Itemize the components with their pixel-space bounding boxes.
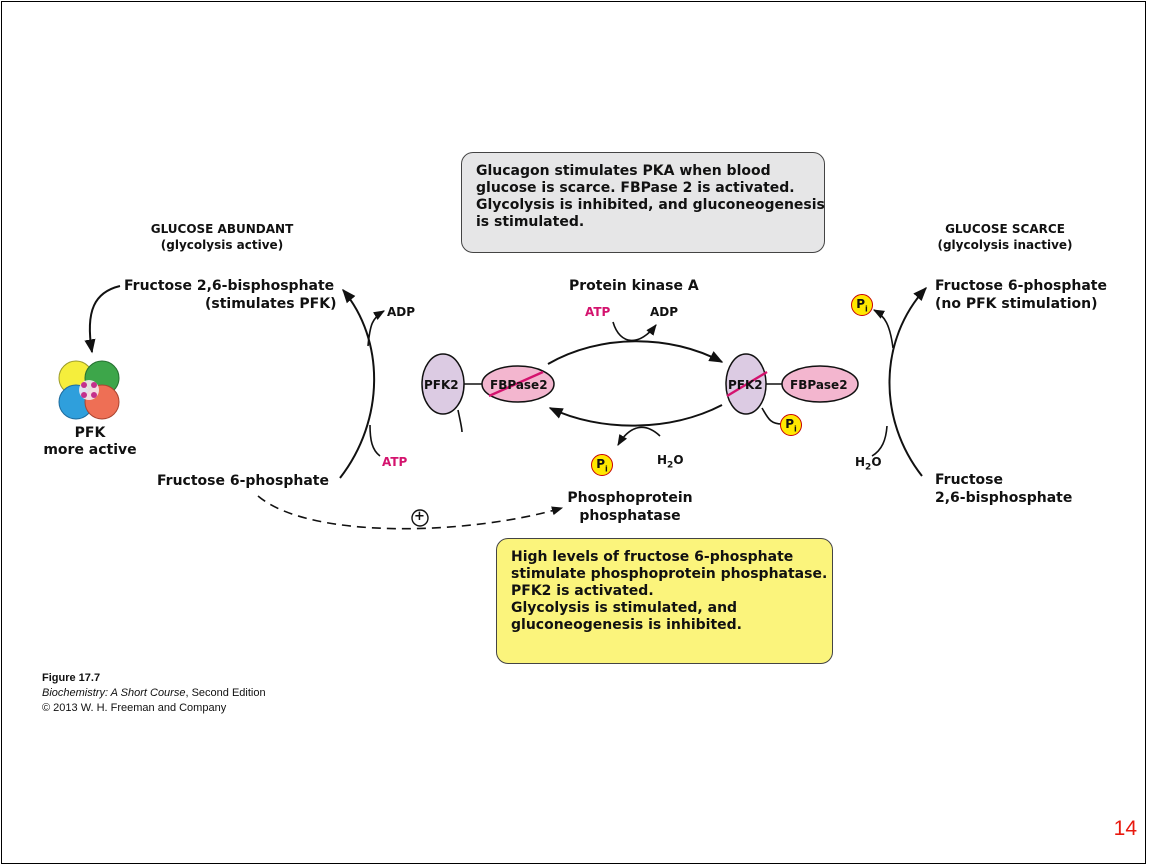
plus-sign: + (414, 509, 425, 524)
water-text: H2O (855, 455, 882, 473)
f6p-info-line: gluconeogenesis is inhibited. (511, 617, 742, 633)
pi-text: P (785, 417, 795, 431)
kinase-atp-adp-branch (612, 321, 657, 342)
right-product-line1: Fructose 6-phosphate (935, 278, 1107, 294)
kinase-atp-label: ATP (585, 305, 611, 319)
book-edition: , Second Edition (185, 687, 266, 699)
phosphatase-label-line1: Phosphoprotein (567, 490, 693, 506)
left-atp-label: ATP (382, 455, 408, 469)
right-subheading: (glycolysis inactive) (937, 238, 1073, 252)
glucagon-info-line: glucose is scarce. FBPase 2 is activated… (476, 180, 795, 196)
f6p-info-line: High levels of fructose 6-phosphate (511, 549, 794, 565)
kinase-arrow (547, 340, 724, 365)
right-substrate-line2: 2,6-bisphosphate (935, 490, 1073, 506)
pi-text: P (596, 457, 606, 471)
plus-circle-icon (411, 509, 429, 527)
kinase-adp-label: ADP (650, 305, 679, 319)
left-atp-branch (369, 424, 381, 457)
phosphatase-water-label: H2O (657, 451, 684, 474)
pfk-label: PFK (74, 425, 106, 441)
stimulation-dashed-arrow (257, 495, 564, 530)
f6p-info-line: PFK2 is activated. (511, 583, 654, 599)
right-substrate-line1: Fructose (935, 472, 1003, 488)
f26bp-to-pfk-arrow (84, 285, 121, 354)
right-product-line2: (no PFK stimulation) (935, 296, 1098, 312)
right-heading: GLUCOSE SCARCE (945, 222, 1065, 236)
fbpase2-active-label: FBPase2 (790, 378, 848, 392)
right-water-label: H2O (855, 453, 882, 476)
glucagon-info-line: Glucagon stimulates PKA when blood (476, 163, 771, 179)
copyright: © 2013 W. H. Freeman and Company (42, 702, 227, 714)
phosphatase-label-line2: phosphatase (579, 508, 681, 524)
phosphatase-water-pi-branch (617, 426, 661, 446)
book-title: Biochemistry: A Short Course (42, 687, 186, 699)
kinase-label: Protein kinase A (569, 278, 699, 294)
glucagon-info-box: Glucagon stimulates PKA when blood gluco… (461, 152, 825, 253)
figure-number: Figure 17.7 (42, 672, 101, 684)
left-adp-label: ADP (387, 305, 416, 319)
left-heading: GLUCOSE ABUNDANT (150, 222, 294, 236)
inactive-strike-fbpase2 (488, 370, 544, 398)
left-reaction-arrow (339, 288, 376, 479)
pi-phosphatase-icon: Pi (591, 454, 613, 476)
pfk-tetramer-icon (58, 360, 120, 420)
book-title-line: Biochemistry: A Short Course, Second Edi… (42, 686, 266, 701)
left-adp-branch (367, 310, 385, 347)
inactive-strike-pfk2 (726, 370, 768, 398)
fbpase2-domain-active (781, 365, 859, 403)
pfk2-active-label: PFK2 (424, 378, 459, 392)
page-number: 14 (1113, 817, 1137, 840)
f6p-info-box: High levels of fructose 6-phosphate stim… (496, 538, 833, 664)
f6p-info-line: stimulate phosphoprotein phosphatase. (511, 566, 828, 582)
pi-right-icon: Pi (851, 294, 873, 316)
right-pi-branch (873, 309, 894, 349)
phosphatase-arrow (548, 404, 723, 427)
left-product-line2: (stimulates PFK) (205, 296, 337, 312)
right-reaction-arrow (888, 286, 927, 477)
figure-caption: Figure 17.7 Biochemistry: A Short Course… (42, 671, 266, 716)
pi-text: P (856, 297, 866, 311)
f6p-info-line: Glycolysis is stimulated, and (511, 600, 738, 616)
left-subheading: (glycolysis active) (160, 238, 284, 252)
pfk2-inactive-label: PFK2 (728, 378, 763, 392)
glucagon-info-line: is stimulated. (476, 214, 585, 230)
right-water-branch (871, 425, 888, 457)
fbpase2-inactive-label: FBPase2 (490, 378, 548, 392)
left-substrate: Fructose 6-phosphate (157, 473, 329, 489)
left-product-line1: Fructose 2,6-bisphosphate (124, 278, 335, 294)
glucagon-info-line: Glycolysis is inhibited, and gluconeogen… (476, 197, 825, 213)
pfk-state: more active (43, 442, 137, 458)
water-text: H2O (657, 453, 684, 471)
pi-enzyme-icon: Pi (780, 414, 802, 436)
pfk2-domain-active (421, 353, 465, 415)
